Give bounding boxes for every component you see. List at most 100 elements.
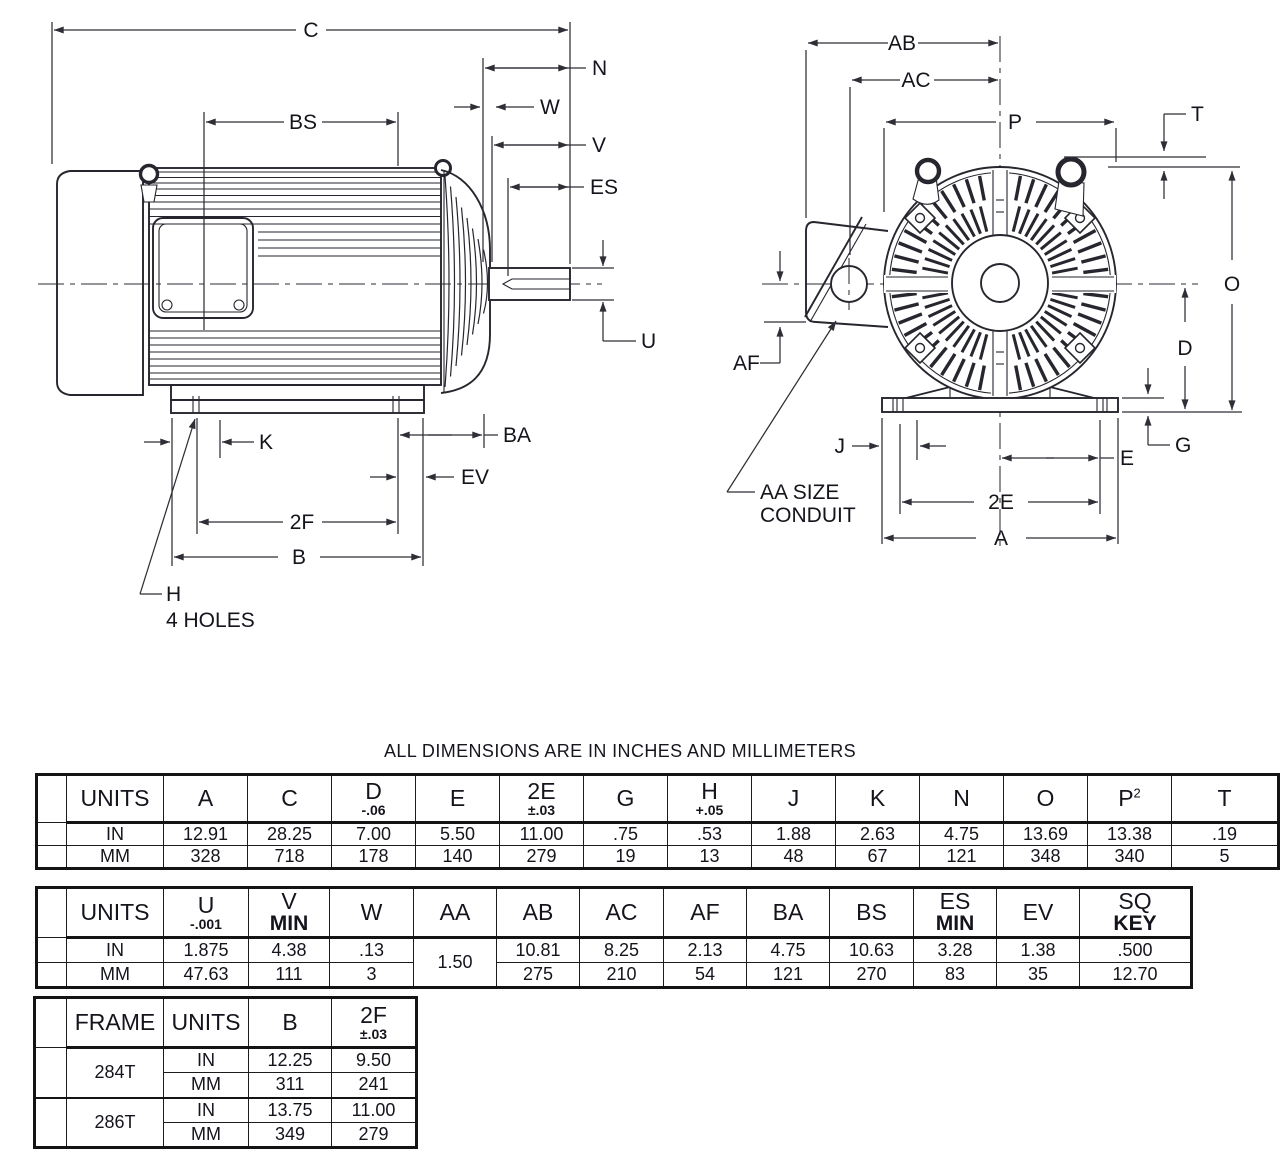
units-cell: IN (66, 937, 164, 963)
value-cell: 9.50 (331, 1047, 417, 1073)
value-cell: 1.88 (751, 822, 836, 846)
dim-label-ba: BA (503, 424, 531, 447)
value-cell: 348 (1003, 845, 1088, 869)
value-cell: 12.25 (248, 1047, 332, 1073)
dim-label-p: P (1008, 111, 1022, 134)
value-cell-aa-shared: 1.50 (413, 937, 497, 988)
value-cell: 121 (919, 845, 1004, 869)
value-cell: 279 (499, 845, 584, 869)
dim-label-e: E (1120, 447, 1134, 470)
value-cell: 54 (663, 962, 747, 988)
value-cell: 270 (829, 962, 914, 988)
units-cell: IN (163, 1096, 249, 1123)
value-cell: 4.38 (248, 937, 330, 963)
value-cell: 10.81 (496, 937, 580, 963)
value-cell: 275 (496, 962, 580, 988)
dim-label-ac: AC (901, 69, 930, 92)
col-header-2e: 2E±.03 (499, 774, 584, 824)
dimensions-note: ALL DIMENSIONS ARE IN INCHES AND MILLIME… (383, 741, 857, 761)
dim-label-bs: BS (289, 111, 317, 134)
value-cell: 2.13 (663, 937, 747, 963)
spacer-cell (34, 1096, 67, 1148)
col-header-aa: AA (413, 887, 497, 939)
dim-label-ev: EV (461, 466, 489, 489)
dim-label-k: K (259, 431, 273, 454)
value-cell: 178 (331, 845, 416, 869)
end-view-dimensions: AB AC P T O D G J E (726, 32, 1242, 550)
value-cell: 2.63 (835, 822, 920, 846)
col-header-bs: BS (829, 887, 914, 939)
spacer-cell (36, 887, 67, 938)
col-header-2f: 2F±.03 (331, 997, 417, 1049)
value-cell: 349 (248, 1122, 332, 1148)
dim-label-n: N (592, 57, 607, 80)
value-cell: 4.75 (919, 822, 1004, 846)
dim-label-j: J (835, 435, 846, 458)
col-header-units: UNITS (163, 997, 249, 1049)
value-cell: 7.00 (331, 822, 416, 846)
value-cell: .53 (667, 822, 752, 846)
value-cell: 140 (415, 845, 500, 869)
value-cell: 241 (331, 1072, 417, 1098)
col-header-b: B (248, 997, 332, 1049)
motor-end-view (762, 36, 1198, 552)
frame-cell: 284T (66, 1047, 164, 1098)
value-cell: .13 (329, 937, 414, 963)
dim-label-g: G (1175, 434, 1191, 457)
dim-label-a: A (994, 527, 1008, 550)
side-view-dimensions: C N W V ES U BS K BA (51, 19, 656, 632)
value-cell: 83 (913, 962, 997, 988)
col-header-ac: AC (579, 887, 664, 939)
units-cell: MM (66, 845, 164, 869)
col-header-ba: BA (746, 887, 830, 939)
col-header-n: N (919, 774, 1004, 824)
dim-label-ab: AB (888, 32, 916, 55)
col-header-d: D-.06 (331, 774, 416, 824)
value-cell: .19 (1171, 822, 1279, 846)
value-cell: 210 (579, 962, 664, 988)
col-header-units: UNITS (66, 887, 164, 939)
col-header-j: J (751, 774, 836, 824)
spacer-cell (34, 997, 67, 1048)
value-cell: 311 (248, 1072, 332, 1098)
units-cell: IN (66, 822, 164, 846)
col-header-w: W (329, 887, 414, 939)
col-header-af: AF (663, 887, 747, 939)
dim-label-2f: 2F (290, 511, 315, 534)
col-header-a: A (163, 774, 248, 824)
value-cell: 8.25 (579, 937, 664, 963)
spacer-cell (36, 774, 67, 823)
col-header-u: U-.001 (163, 887, 249, 939)
value-cell: 13 (667, 845, 752, 869)
col-header-ab: AB (496, 887, 580, 939)
dim-label-c: C (303, 19, 318, 42)
dim-label-af: AF (733, 352, 760, 375)
spacer-cell (36, 822, 67, 846)
dim-label-4holes: 4 HOLES (166, 609, 255, 632)
spacer-cell (36, 845, 67, 869)
value-cell: .75 (583, 822, 668, 846)
dim-label-2e: 2E (988, 491, 1014, 514)
value-cell: 35 (996, 962, 1080, 988)
col-header-units: UNITS (66, 774, 164, 824)
dim-label-w: W (540, 96, 560, 119)
col-header-frame: FRAME (66, 997, 164, 1049)
value-cell: 13.38 (1087, 822, 1172, 846)
col-header-e: E (415, 774, 500, 824)
value-cell: 5 (1171, 845, 1279, 869)
frame-cell: 286T (66, 1096, 164, 1148)
col-header-t: T (1171, 774, 1279, 824)
value-cell: 1.38 (996, 937, 1080, 963)
units-cell: MM (163, 1072, 249, 1098)
dim-label-t: T (1191, 103, 1204, 126)
value-cell: 47.63 (163, 962, 249, 988)
note-aa-size-conduit: AA SIZE (760, 481, 839, 504)
value-cell: 13.69 (1003, 822, 1088, 846)
dim-label-b: B (292, 546, 306, 569)
